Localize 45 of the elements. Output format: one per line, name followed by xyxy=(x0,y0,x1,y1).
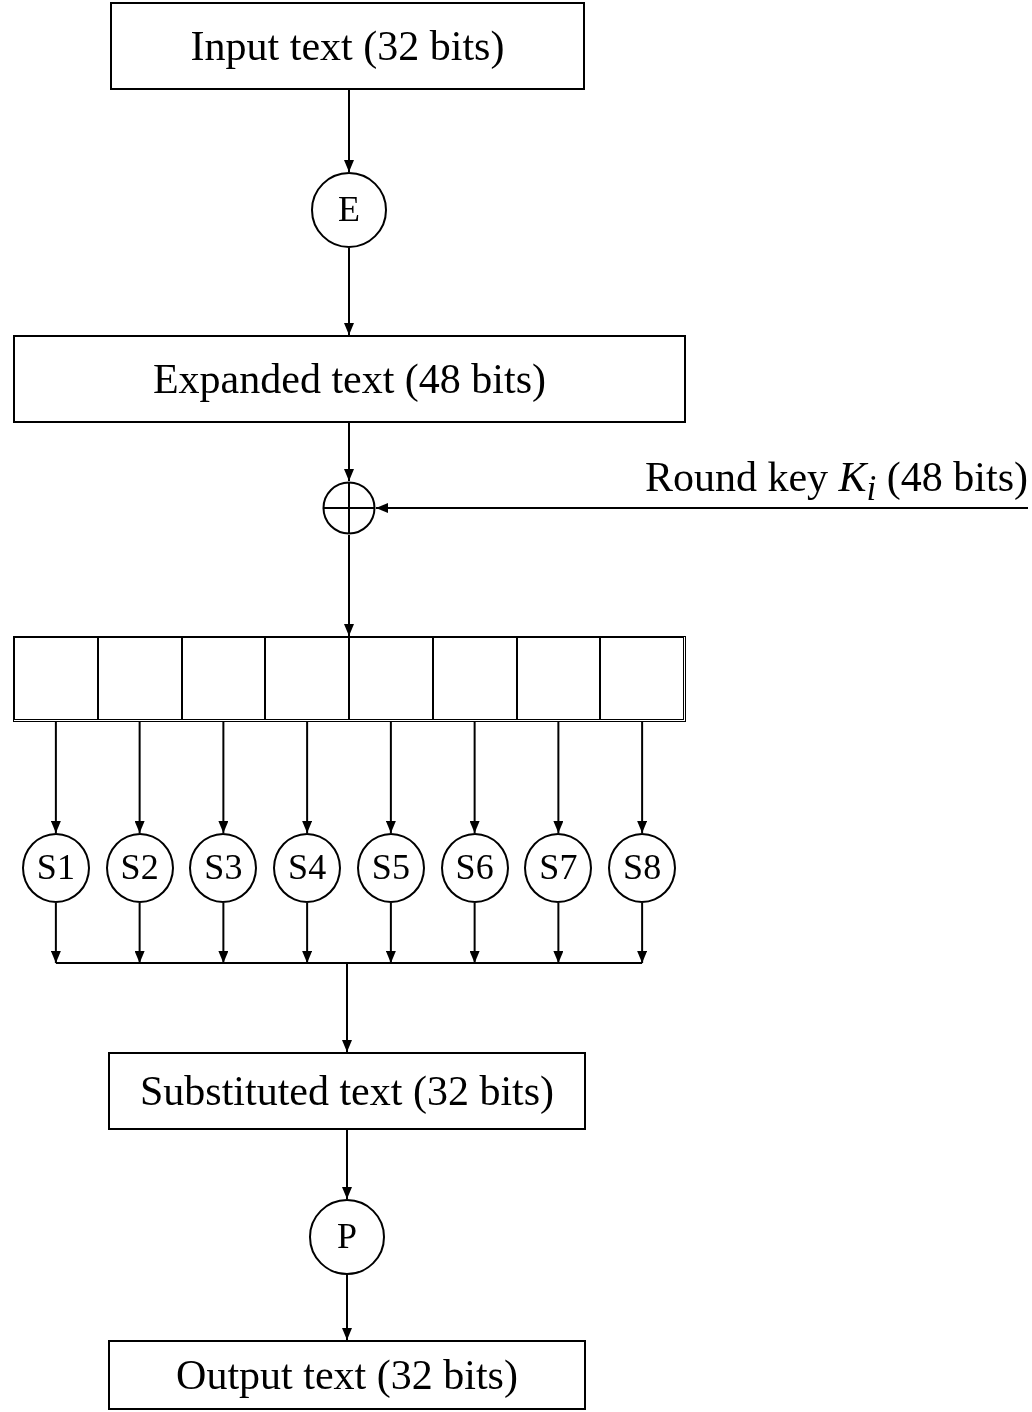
arrow xyxy=(375,503,1029,513)
circle-label: S3 xyxy=(204,848,243,888)
arrow xyxy=(553,902,564,964)
circle-label: S5 xyxy=(371,848,410,888)
arrow xyxy=(469,902,480,964)
arrow xyxy=(385,902,396,964)
arrow xyxy=(302,902,313,964)
register-cell xyxy=(265,637,349,720)
arrow xyxy=(342,1274,352,1341)
arrow xyxy=(134,902,145,964)
key-label: Round key K$_{i}$ (48 bits) xyxy=(560,458,1028,504)
process-box xyxy=(13,335,686,423)
circle-label: S4 xyxy=(288,848,327,888)
register-cell xyxy=(97,637,182,720)
box-label: Substituted text (32 bits) xyxy=(139,1067,555,1115)
register-bar xyxy=(13,636,686,722)
process-box xyxy=(110,2,585,90)
process-box xyxy=(108,1340,586,1410)
arrow xyxy=(342,1129,352,1200)
box-label: Input text (32 bits) xyxy=(190,22,505,70)
register-cell xyxy=(432,637,517,720)
register-cell xyxy=(181,637,266,720)
register-cell xyxy=(349,637,433,720)
arrow xyxy=(344,534,354,637)
circle-label: S2 xyxy=(120,848,159,888)
box-label: Expanded text (48 bits) xyxy=(152,355,547,403)
circle-label: S1 xyxy=(36,848,75,888)
circle-label: S7 xyxy=(539,848,578,888)
circle-label: S8 xyxy=(623,848,662,888)
register-cell xyxy=(14,637,98,720)
register-cell xyxy=(600,637,684,720)
circle-label: E xyxy=(338,190,360,230)
arrow xyxy=(218,902,229,964)
arrow xyxy=(344,422,354,482)
process-box xyxy=(108,1052,586,1130)
register-cell xyxy=(516,637,601,720)
arrow xyxy=(637,902,648,964)
box-label: Output text (32 bits) xyxy=(176,1351,518,1399)
merge-arrow xyxy=(54,962,644,1053)
circle-label: P xyxy=(337,1217,357,1257)
circle-label: S6 xyxy=(455,848,494,888)
xor-symbol xyxy=(322,481,376,535)
arrow xyxy=(344,247,354,336)
arrow xyxy=(50,902,61,964)
arrow xyxy=(344,89,354,173)
